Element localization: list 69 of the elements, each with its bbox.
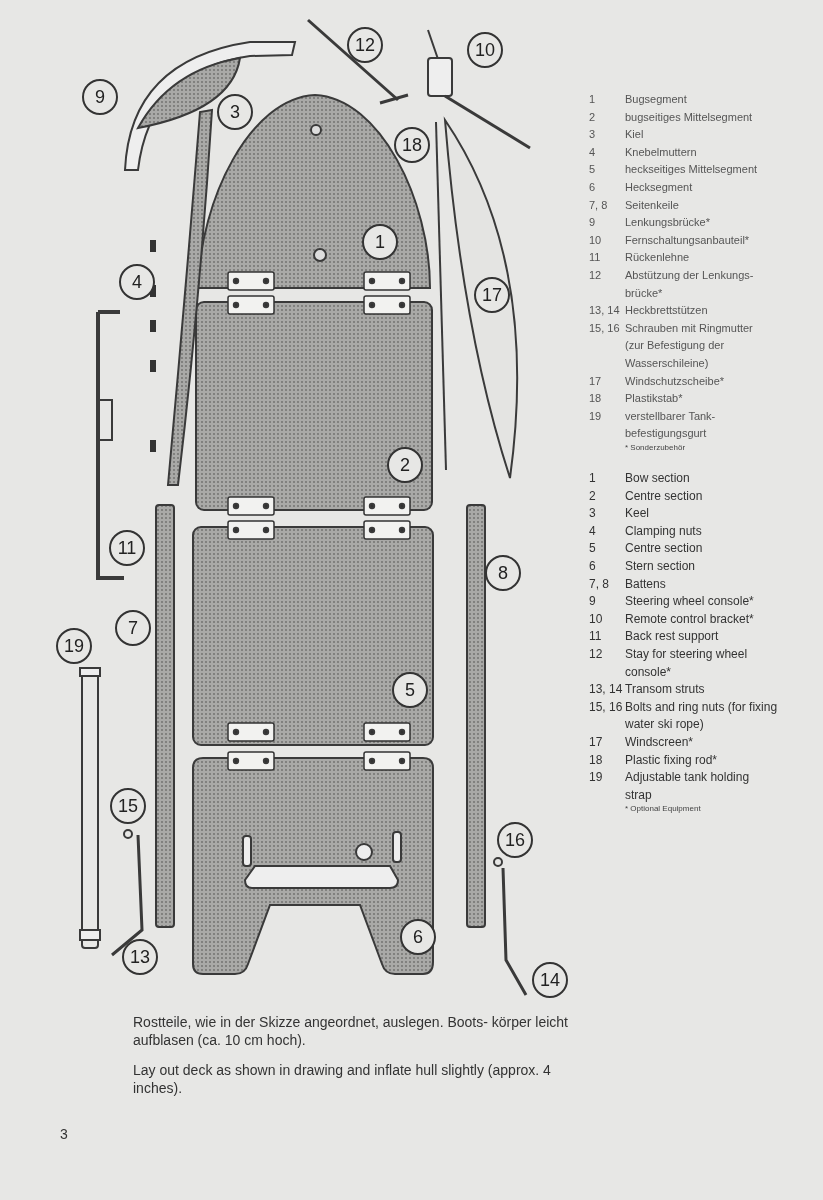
legend-text: Stay for steering wheel console* <box>625 645 749 681</box>
legend-text: Seitenkeile <box>625 197 680 213</box>
legend-number: 2 <box>589 487 597 505</box>
footnote: * Optional Equipment <box>625 804 702 815</box>
legend-number: 9 <box>589 215 597 231</box>
legend-number: 4 <box>589 522 597 540</box>
legend-text: bugseitiges Mittelsegment <box>625 109 754 125</box>
legend-text: Heckbrettstützen <box>625 303 709 319</box>
legend-number: 3 <box>589 505 597 523</box>
page-number: 3 <box>60 1125 68 1144</box>
legend-number: 12 <box>589 267 603 283</box>
legend-text: Rückenlehne <box>625 250 691 266</box>
legend-number: 1 <box>589 92 597 107</box>
legend-number: 18 <box>589 751 604 769</box>
instruction-text: Rostteile, wie in der Skizze angeordnet, auslegen. Boots- körper leicht aufblasen (ca. 10 cm hoch). <box>133 1013 569 1049</box>
legend-number: 10 <box>589 610 604 628</box>
legend-number: 6 <box>589 179 597 195</box>
legend-text: Steering wheel console* <box>625 593 755 611</box>
legend-text: Kiel <box>625 127 645 143</box>
legend-text: Clamping nuts <box>625 522 703 540</box>
legend-number: 7, 8 <box>589 197 609 213</box>
legend-number: 4 <box>589 144 597 160</box>
legend-text: Battens <box>625 575 667 593</box>
legend-number: 17 <box>589 373 603 389</box>
footnote: * Sonderzubehör <box>625 442 687 453</box>
legend-number: 11 <box>589 628 603 646</box>
legend-number: 12 <box>589 645 604 663</box>
legend-number: 1 <box>589 470 597 487</box>
legend-text: Fernschaltungsanbauteil* <box>625 232 751 248</box>
legend-text: Windscreen* <box>625 733 695 751</box>
legend-text: Transom struts <box>625 681 706 699</box>
legend-number: 19 <box>589 769 604 787</box>
legend-number: 17 <box>589 733 604 751</box>
legend-text: Bow section <box>625 470 691 487</box>
legend-text: heckseitiges Mittelsegment <box>625 162 759 178</box>
legend-number: 2 <box>589 109 597 125</box>
legend-text: Lenkungsbrücke* <box>625 215 711 231</box>
legend-text: Bolts and ring nuts (for fixing water ski rope) <box>625 698 779 734</box>
legend-text: Centre section <box>625 487 704 505</box>
legend-number: 10 <box>589 232 603 248</box>
legend-text: Plastic fixing rod* <box>625 751 719 769</box>
legend-text: Schrauben mit Ringmutter (zur Befestigung der Wasserschileine) <box>625 320 754 371</box>
legend-number: 13, 14 <box>589 303 621 319</box>
legend-number: 9 <box>589 593 597 611</box>
legend-text: Bugsegment <box>625 92 688 107</box>
legend-number: 15, 16 <box>589 320 621 336</box>
legend-number: 15, 16 <box>589 698 624 716</box>
legend-number: 19 <box>589 408 603 424</box>
legend-text: Stern section <box>625 557 697 575</box>
legend-text: Adjustable tank holding strap <box>625 769 751 804</box>
legend-number: 13, 14 <box>589 681 624 699</box>
legend-text: Knebelmuttern <box>625 144 698 160</box>
legend-text: Hecksegment <box>625 179 694 195</box>
legend-text: Abstützung der Lenkungs- brücke* <box>625 267 755 301</box>
legend-text: Remote control bracket* <box>625 610 755 628</box>
legend-number: 11 <box>589 250 602 266</box>
legend-number: 7, 8 <box>589 575 610 593</box>
legend-number: 5 <box>589 540 597 558</box>
legend-text: Centre section <box>625 540 704 558</box>
legend-text: Keel <box>625 505 651 523</box>
instruction-text: Lay out deck as shown in drawing and inflate hull slightly (approx. 4 inches). <box>133 1061 552 1097</box>
legend-text: Windschutzscheibe* <box>625 373 726 389</box>
legend-text: verstellbarer Tank- befestigungsgurt <box>625 408 717 442</box>
legend-text: Back rest support <box>625 628 720 646</box>
legend-number: 18 <box>589 391 603 407</box>
legend-number: 6 <box>589 557 597 575</box>
legend-number: 3 <box>589 127 597 143</box>
legend-number: 5 <box>589 162 597 178</box>
legend-text: Plastikstab* <box>625 391 684 407</box>
